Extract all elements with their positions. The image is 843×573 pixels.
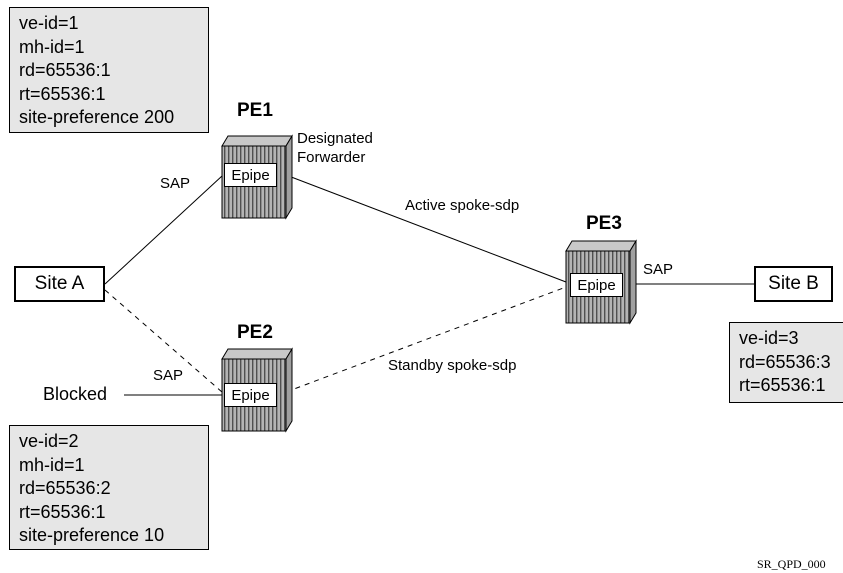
pe3-config-box: ve-id=3 rd=65536:3 rt=65536:1 (729, 322, 843, 403)
active-spoke-sdp-line (285, 174, 567, 283)
pe2-rt: rt=65536:1 (19, 501, 106, 522)
pe2-config-box: ve-id=2 mh-id=1 rd=65536:2 rt=65536:1 si… (9, 425, 209, 550)
pe1-mh-id: mh-id=1 (19, 36, 85, 57)
pe1-rd: rd=65536:1 (19, 60, 111, 80)
pe1-label: PE1 (237, 100, 273, 121)
active-spoke-sdp-label: Active spoke-sdp (405, 197, 520, 214)
pe1-ve-id: ve-id=1 (19, 13, 79, 33)
pe3-ve-id: ve-id=3 (739, 328, 799, 348)
sap-label-pe1: SAP (160, 175, 191, 192)
pe2-ve-id: ve-id=2 (19, 431, 79, 451)
pe2-label: PE2 (237, 322, 273, 343)
designated-label-line1: Designated (297, 130, 373, 147)
designated-label-line2: Forwarder (297, 149, 366, 166)
pe1-epipe: Epipe (224, 163, 277, 187)
pe2-rd: rd=65536:2 (19, 478, 111, 498)
site-b-box: Site B (754, 266, 833, 302)
standby-spoke-sdp-line (285, 286, 567, 393)
site-a-box: Site A (14, 266, 105, 302)
pe3-label: PE3 (586, 213, 622, 234)
pe3-epipe: Epipe (570, 273, 623, 297)
pe2-site-preference: site-preference 10 (19, 525, 165, 545)
pe2-mh-id: mh-id=1 (19, 454, 85, 475)
sap-label-pe3: SAP (643, 261, 674, 278)
pe3-rd: rd=65536:3 (739, 351, 831, 372)
pe2-epipe: Epipe (224, 383, 277, 407)
sap-line-site-a-pe1 (104, 175, 223, 285)
figure-id: SR_QPD_000 (757, 557, 826, 571)
sap-label-pe2: SAP (153, 367, 184, 384)
blocked-label: Blocked (43, 384, 108, 404)
pe1-site-preference: site-preference 200 (19, 107, 175, 127)
pe1-config-box: ve-id=1 mh-id=1 rd=65536:1 rt=65536:1 si… (9, 7, 209, 133)
standby-spoke-sdp-label: Standby spoke-sdp (388, 357, 517, 374)
pe3-rt: rt=65536:1 (739, 375, 826, 395)
pe1-rt: rt=65536:1 (19, 83, 106, 104)
